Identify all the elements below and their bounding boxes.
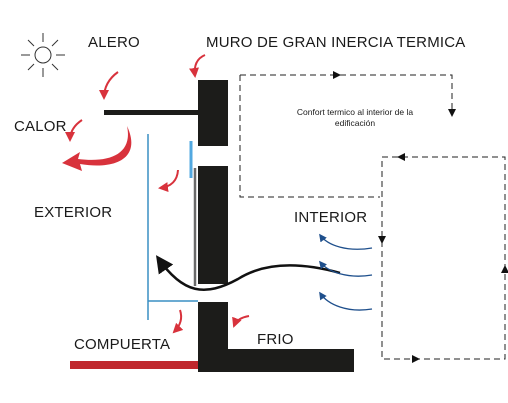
sun-icon [21, 33, 65, 77]
heat-arrow-alero [99, 71, 119, 100]
label-alero: ALERO [88, 34, 140, 51]
heat-arrow-calor-small [65, 119, 83, 142]
label-interior: INTERIOR [294, 209, 368, 226]
heat-arrow-frio [232, 315, 250, 328]
heat-arrow-muro [189, 54, 206, 78]
loop-arrow-3 [378, 236, 386, 244]
heat-arrow-glass [158, 169, 179, 193]
air-flow-arrow [156, 255, 341, 291]
label-exterior: EXTERIOR [34, 204, 113, 221]
wall-middle [198, 166, 228, 284]
loop-arrow-2 [448, 109, 456, 117]
loop-arrow-5 [412, 355, 420, 363]
cool-air-arrow-2 [319, 260, 373, 277]
loop-arrow-6 [397, 153, 405, 161]
loop-arrow-4 [501, 265, 508, 273]
cool-air-arrow-3 [319, 291, 373, 311]
eave [104, 110, 202, 115]
label-compuerta: COMPUERTA [74, 336, 171, 353]
wall-upper [198, 80, 228, 146]
cool-air-arrow-1 [319, 233, 373, 250]
loop-arrow-1 [333, 71, 341, 79]
label-confort: Confort termico al interior de la edific… [296, 107, 414, 128]
comfort-loop-upper [239, 74, 453, 198]
label-calor: CALOR [14, 118, 67, 135]
heat-arrow-main [62, 126, 132, 171]
label-muro: MURO DE GRAN INERCIA TERMICA [206, 34, 466, 51]
comfort-loop-lower [381, 156, 506, 360]
label-frio: FRIO [257, 331, 294, 348]
heat-arrow-base [172, 309, 184, 334]
floor-slab [198, 349, 354, 372]
gate-bar [70, 361, 198, 369]
